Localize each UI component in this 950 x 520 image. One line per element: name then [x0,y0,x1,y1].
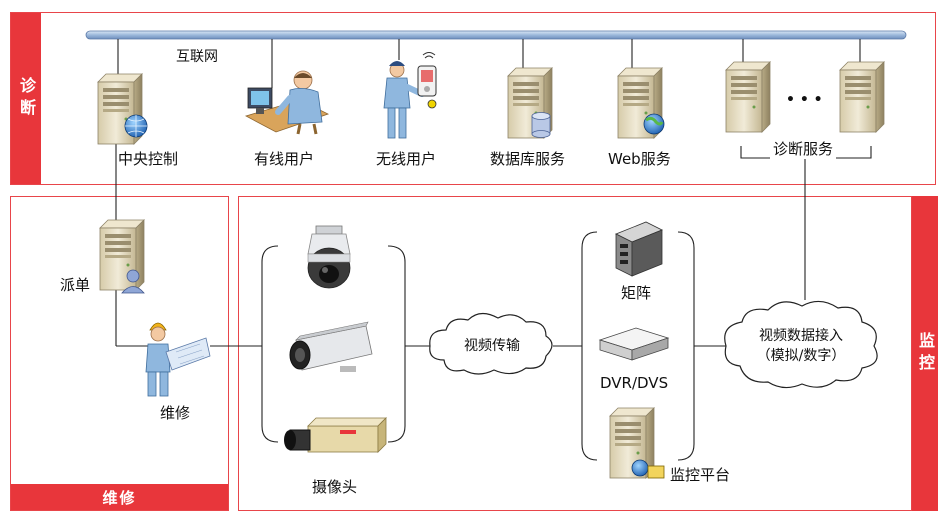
person-phone-icon [383,52,437,139]
diagnosis-tag: 诊断 [11,13,41,184]
dome-camera-icon [307,225,351,289]
matrix-label: 矩阵 [621,284,652,302]
web-label: Web服务 [608,150,671,168]
box-camera-icon [284,417,387,453]
database-label: 数据库服务 [490,150,566,168]
maintenance-tag: 维修 [11,484,228,510]
transmission-cloud-label: 视频传输 [464,338,520,354]
diagnosis-server-2-icon [839,61,885,133]
dispatch-server-icon [99,219,145,294]
dvr-label: DVR/DVS [600,374,669,392]
repair-label: 维修 [160,404,191,422]
person-computer-icon [244,70,330,135]
dvr-icon [598,327,670,361]
access-cloud [724,300,878,389]
central-label: 中央控制 [118,150,179,168]
internet-label: 互联网 [176,49,218,65]
dispatch-label: 派单 [60,276,91,294]
internet-bus [85,30,907,40]
bullet-camera-icon [289,321,373,372]
wireless-label: 无线用户 [376,150,437,168]
matrix-icon [615,221,663,277]
web-server-icon [617,67,665,139]
worker-icon [145,322,211,397]
central-server-icon [97,73,148,145]
platform-server-icon [609,407,665,479]
diagnosis-ellipsis: • • • [786,92,823,108]
access-cloud-line2: （模拟/数字） [756,348,846,364]
wired-label: 有线用户 [254,150,315,168]
platform-label: 监控平台 [670,466,731,484]
camera-label: 摄像头 [312,478,358,496]
database-server-icon [507,67,553,139]
diagnosis-server-1-icon [725,61,771,133]
monitoring-tag: 监控 [912,196,938,511]
access-cloud-line1: 视频数据接入 [759,328,843,344]
transmission-cloud [429,312,553,375]
user-icon [121,269,145,294]
diagnosis-service-label: 诊断服务 [770,138,837,159]
database-icon [531,112,551,138]
